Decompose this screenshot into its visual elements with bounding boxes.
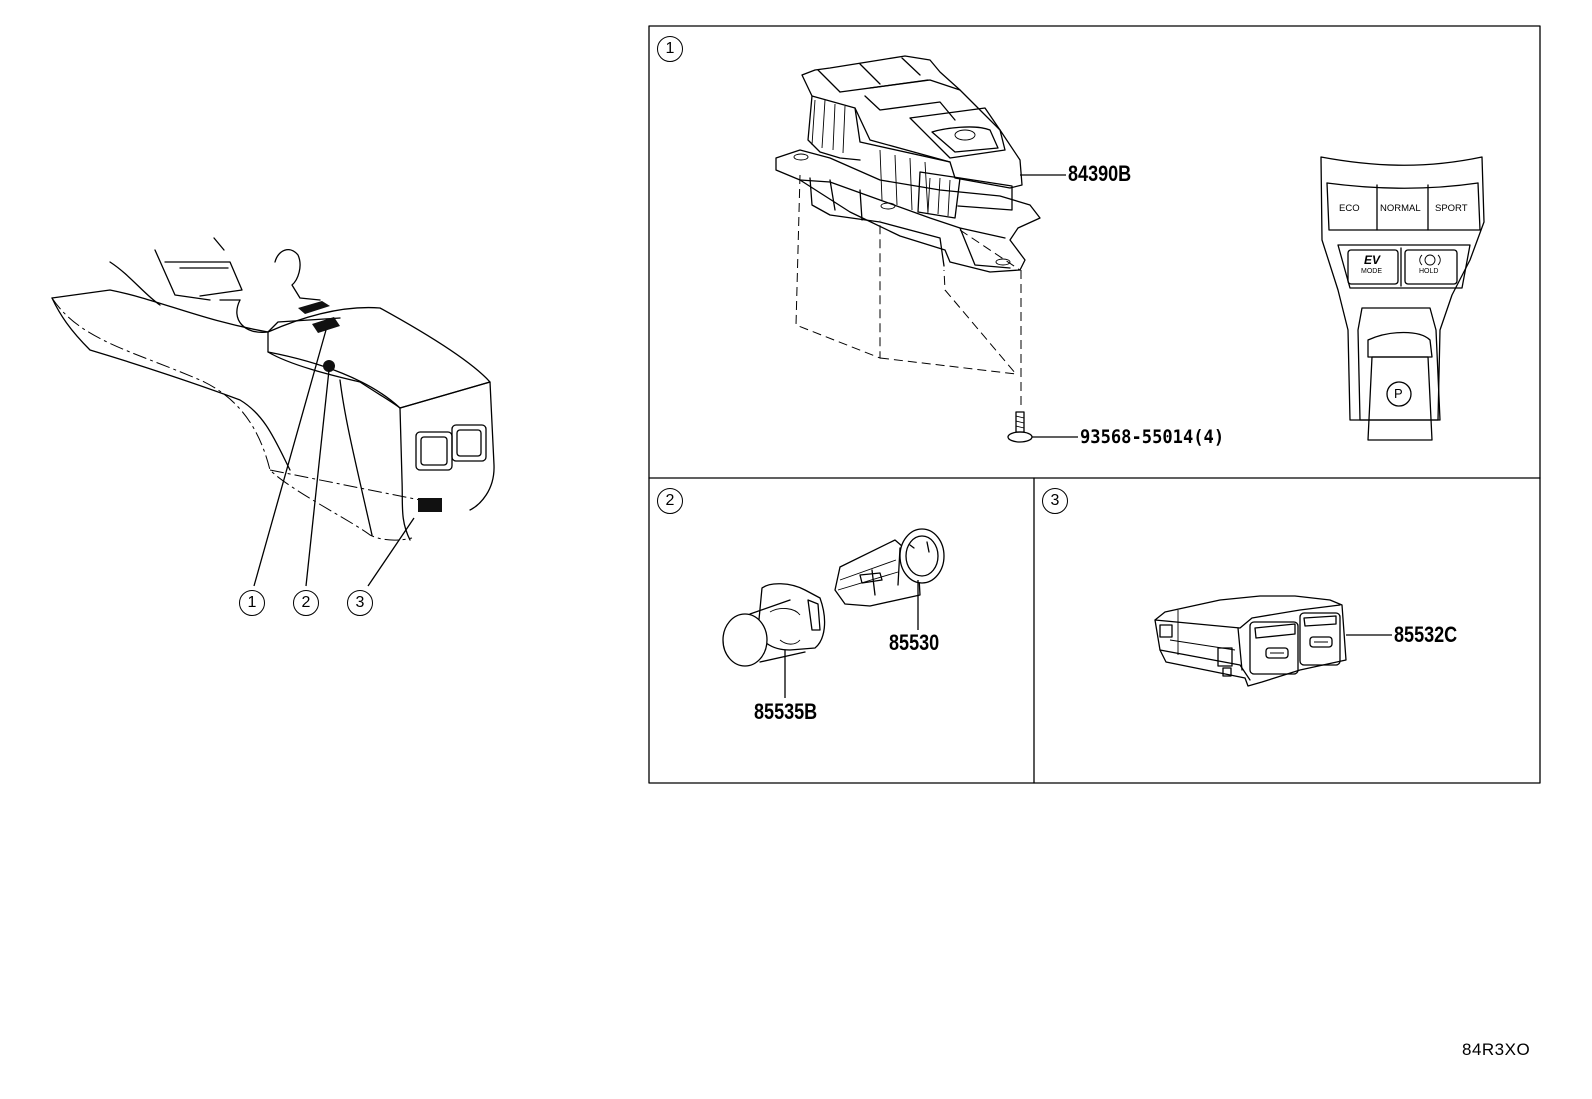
shift-switch-assembly-illustration bbox=[775, 55, 1041, 410]
switch-label-normal: NORMAL bbox=[1380, 203, 1421, 214]
hold-brake-icon bbox=[1419, 254, 1441, 266]
part-number-84390B: 84390B bbox=[1068, 161, 1132, 186]
panel-2-number: 2 bbox=[657, 488, 683, 514]
part-number-screw: 93568-55014(4) bbox=[1080, 426, 1225, 448]
parking-p-icon: P bbox=[1394, 386, 1403, 401]
screw-illustration bbox=[1007, 411, 1078, 443]
part-number-85532C: 85532C bbox=[1394, 622, 1458, 647]
callout-3: 3 bbox=[347, 590, 373, 616]
part-number-85530: 85530 bbox=[889, 630, 940, 655]
detail-frame bbox=[648, 25, 1541, 784]
switch-label-sport: SPORT bbox=[1435, 203, 1468, 214]
diagram-code: 84R3XO bbox=[1462, 1040, 1531, 1059]
power-outlet-socket-illustration bbox=[722, 528, 945, 698]
shift-console-panel-illustration bbox=[1320, 156, 1485, 441]
callout-1: 1 bbox=[239, 590, 265, 616]
leader-2 bbox=[305, 369, 330, 587]
switch-label-ev: EV bbox=[1364, 253, 1381, 267]
switch-label-hold: HOLD bbox=[1419, 268, 1439, 275]
leader-3 bbox=[367, 517, 415, 587]
part-number-85535B: 85535B bbox=[754, 699, 818, 724]
callout-2: 2 bbox=[293, 590, 319, 616]
rear-switch-illustration bbox=[1154, 595, 1392, 687]
panel-3-number: 3 bbox=[1042, 488, 1068, 514]
leader-1 bbox=[253, 329, 327, 587]
switch-label-mode: MODE bbox=[1361, 268, 1382, 275]
panel-1-number: 1 bbox=[657, 36, 683, 62]
switch-label-eco: ECO bbox=[1339, 203, 1360, 214]
console-overview-illustration bbox=[51, 237, 495, 541]
